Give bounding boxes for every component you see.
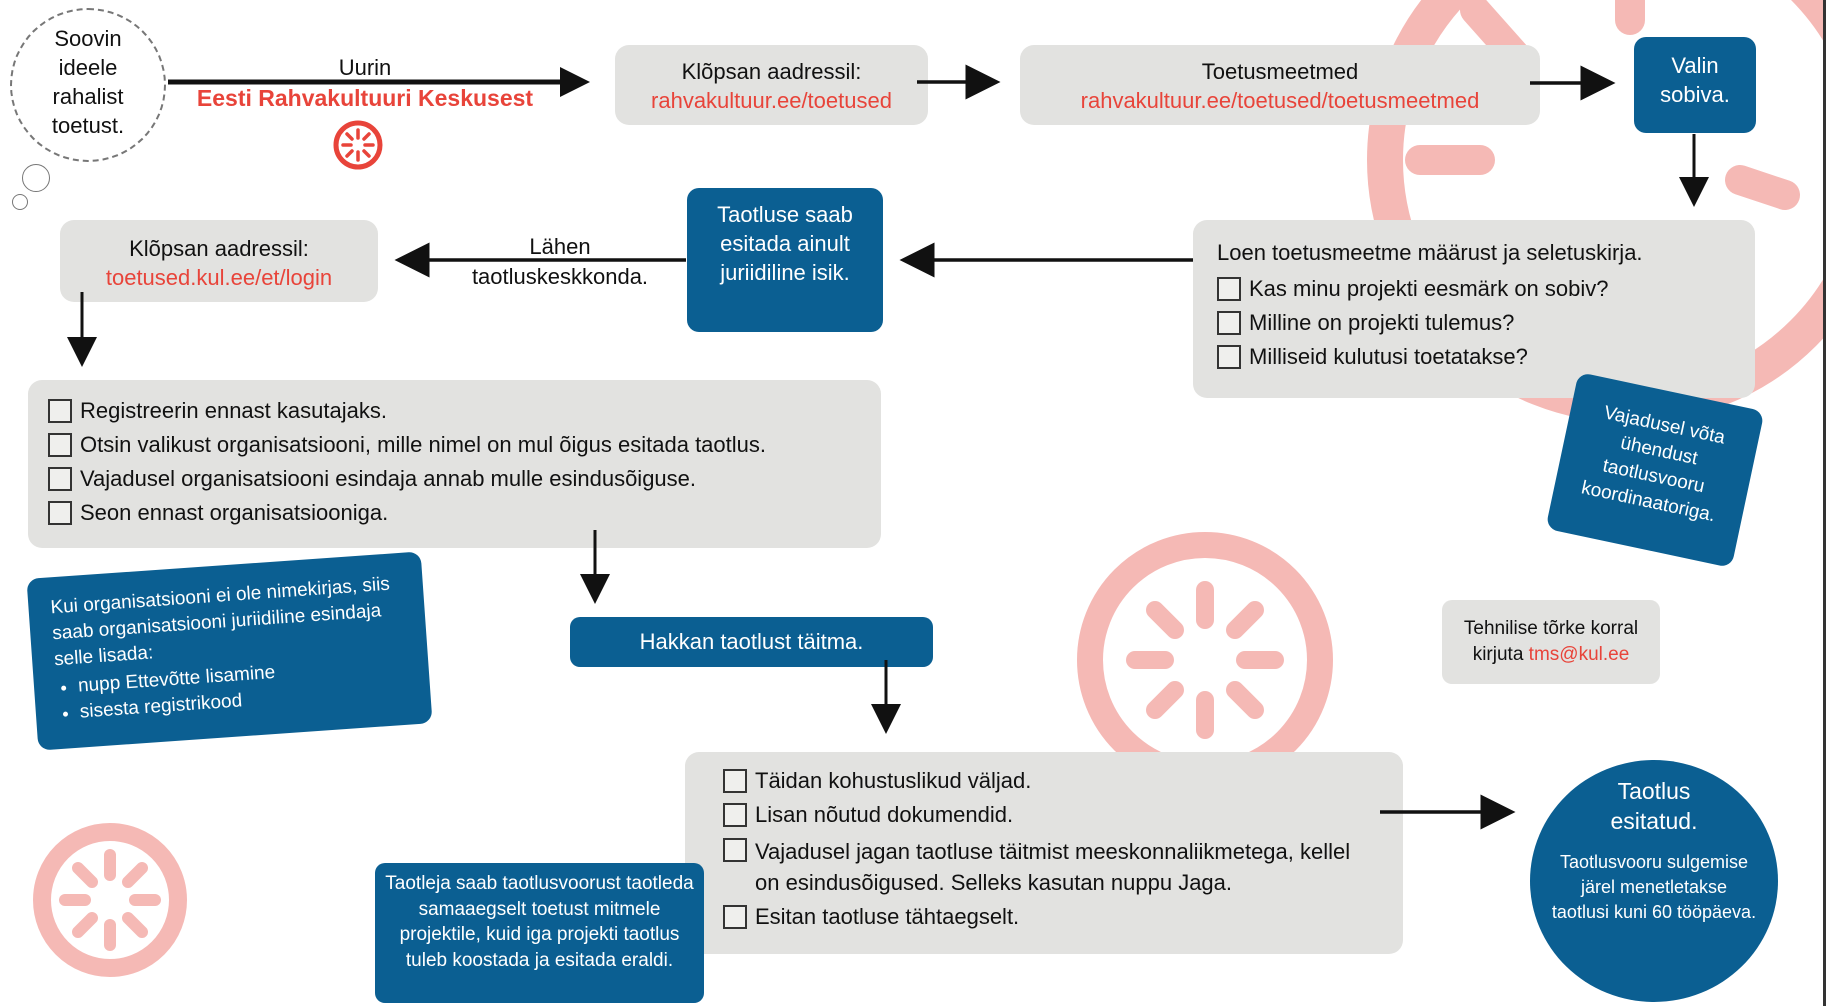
step-click-login-label: Klõpsan aadressil: xyxy=(129,236,309,261)
step-fill: Täidan kohustuslikud väljad. Lisan nõutu… xyxy=(685,752,1403,954)
check-label: Otsin valikust organisatsiooni, mille ni… xyxy=(80,432,766,457)
checkbox-icon[interactable] xyxy=(48,399,72,423)
check-label: Milline on projekti tulemus? xyxy=(1249,310,1515,335)
step-measures-label: Toetusmeetmed xyxy=(1201,59,1359,84)
check-row[interactable]: Vajadusel jagan taotluse täitmist meesko… xyxy=(723,836,1387,898)
check-row[interactable]: Täidan kohustuslikud väljad. xyxy=(723,768,1387,794)
tech-note-prefix: kirjuta xyxy=(1472,644,1524,665)
check-label: Vajadusel jagan taotluse täitmist meesko… xyxy=(755,839,1351,895)
check-row[interactable]: Kas minu projekti eesmärk on sobiv? xyxy=(1217,276,1755,302)
thought-line-1: Soovin xyxy=(54,26,122,51)
check-label: Registreerin ennast kasutajaks. xyxy=(80,398,387,423)
step-start-filling: Hakkan taotlust täitma. xyxy=(570,617,933,667)
check-row[interactable]: Registreerin ennast kasutajaks. xyxy=(48,398,881,424)
research-source: Eesti Rahvakultuuri Keskusest xyxy=(196,85,534,111)
check-row[interactable]: Milliseid kulutusi toetatakse? xyxy=(1217,344,1755,370)
erk-logo-icon xyxy=(333,120,383,170)
thought-bubble: Soovin ideele rahalist toetust. xyxy=(10,8,166,162)
thought-dot-small xyxy=(12,194,28,210)
check-label: Esitan taotluse tähtaegselt. xyxy=(755,904,1020,929)
checkbox-icon[interactable] xyxy=(723,803,747,827)
thought-dot-large xyxy=(22,164,50,192)
check-label: Täidan kohustuslikud väljad. xyxy=(755,768,1032,793)
check-label: Seon ennast organisatsiooniga. xyxy=(80,500,389,525)
check-row[interactable]: Otsin valikust organisatsiooni, mille ni… xyxy=(48,432,881,458)
step-click-rahvakultuur: Klõpsan aadressil: rahvakultuur.ee/toetu… xyxy=(615,45,928,125)
login-link[interactable]: toetused.kul.ee/et/login xyxy=(105,265,333,290)
step-choose: Valin sobiva. xyxy=(1634,37,1756,133)
checkbox-icon[interactable] xyxy=(48,467,72,491)
note-multi-text: Taotleja saab taotlusvoorust taotleda sa… xyxy=(385,873,694,971)
thought-line-3: rahalist xyxy=(52,84,124,109)
go-to-environment: Lähen taotluskeskkonda. xyxy=(440,232,680,292)
check-label: Milliseid kulutusi toetatakse? xyxy=(1249,344,1528,369)
step-read-title: Loen toetusmeetme määrust ja seletuskirj… xyxy=(1217,240,1643,265)
small-emblem-icon xyxy=(33,823,187,977)
step-read-rules: Loen toetusmeetme määrust ja seletuskirj… xyxy=(1193,220,1755,398)
step-register: Registreerin ennast kasutajaks. Otsin va… xyxy=(28,380,881,548)
check-row[interactable]: Esitan taotluse tähtaegselt. xyxy=(723,904,1387,930)
research-verb: Uurin xyxy=(338,55,392,80)
check-row[interactable]: Vajadusel organisatsiooni esindaja annab… xyxy=(48,466,881,492)
checkbox-icon[interactable] xyxy=(1217,277,1241,301)
checkbox-icon[interactable] xyxy=(1217,311,1241,335)
checkbox-icon[interactable] xyxy=(48,433,72,457)
tech-note-line-1: Tehnilise tõrke korral xyxy=(1463,618,1639,639)
go-env-line-2: taotluskeskkonda. xyxy=(471,264,649,289)
step-click-label: Klõpsan aadressil: xyxy=(681,59,862,84)
final-title: Taotlus esitatud. xyxy=(1610,778,1698,834)
tech-note: Tehnilise tõrke korral kirjuta tms@kul.e… xyxy=(1442,600,1660,684)
check-row[interactable]: Seon ennast organisatsiooniga. xyxy=(48,500,881,526)
support-email-link[interactable]: tms@kul.ee xyxy=(1528,644,1630,665)
checkbox-icon[interactable] xyxy=(723,769,747,793)
check-row[interactable]: Lisan nõutud dokumendid. xyxy=(723,802,1387,828)
check-row[interactable]: Milline on projekti tulemus? xyxy=(1217,310,1755,336)
thought-line-2: ideele xyxy=(58,55,118,80)
right-edge-rule xyxy=(1823,0,1826,1006)
toetused-link[interactable]: rahvakultuur.ee/toetused xyxy=(651,88,892,113)
toetusmeetmed-link[interactable]: rahvakultuur.ee/toetused/toetusmeetmed xyxy=(1080,88,1480,113)
note-multiple-projects: Taotleja saab taotlusvoorust taotleda sa… xyxy=(375,863,704,1003)
check-label: Vajadusel organisatsiooni esindaja annab… xyxy=(80,466,697,491)
final-text: Taotlusvooru sulgemise järel menetletaks… xyxy=(1551,852,1757,922)
go-env-line-1: Lähen xyxy=(529,234,591,259)
final-submitted: Taotlus esitatud. Taotlusvooru sulgemise… xyxy=(1530,760,1778,1002)
checkbox-icon[interactable] xyxy=(48,501,72,525)
checkbox-icon[interactable] xyxy=(723,838,747,862)
step-click-login: Klõpsan aadressil: toetused.kul.ee/et/lo… xyxy=(60,220,378,302)
check-label: Lisan nõutud dokumendid. xyxy=(755,802,1014,827)
checkbox-icon[interactable] xyxy=(1217,345,1241,369)
thought-line-4: toetust. xyxy=(51,113,125,138)
checkbox-icon[interactable] xyxy=(723,905,747,929)
check-label: Kas minu projekti eesmärk on sobiv? xyxy=(1249,276,1609,301)
step-start-text: Hakkan taotlust täitma. xyxy=(639,629,864,654)
step-choose-text: Valin sobiva. xyxy=(1660,53,1730,107)
note-legal-text: Taotluse saab esitada ainult juriidiline… xyxy=(717,202,853,285)
step-measures: Toetusmeetmed rahvakultuur.ee/toetused/t… xyxy=(1020,45,1540,125)
note-legal-entity: Taotluse saab esitada ainult juriidiline… xyxy=(687,188,883,332)
research-label: Uurin Eesti Rahvakultuuri Keskusest xyxy=(165,55,565,112)
